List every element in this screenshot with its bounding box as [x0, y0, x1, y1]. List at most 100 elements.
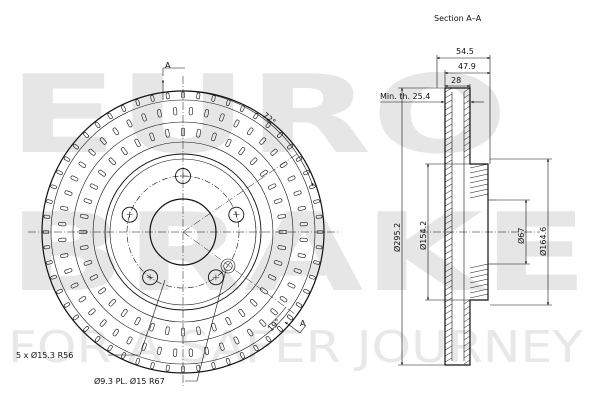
vent-slot-inner: [79, 214, 89, 219]
hatch-line-left-face: [444, 249, 453, 255]
section-marker-bottom-label: A: [300, 319, 306, 328]
watermark-tagline: FOR A SAFER JOURNEY: [8, 322, 583, 373]
vent-slot-middle: [188, 348, 194, 357]
vent-slot-middle: [259, 319, 267, 327]
hatch-line-left-face: [444, 309, 453, 315]
pin-hole-outer: [220, 258, 236, 274]
hatch-line-left-face: [444, 351, 453, 357]
vent-slot-middle: [219, 342, 225, 351]
hatch-line-left-face: [444, 231, 453, 237]
vent-slot-middle: [247, 127, 254, 136]
hatch-line-left-face: [444, 243, 453, 249]
vent-slot-outer: [265, 336, 272, 343]
vent-slot-inner: [260, 287, 268, 295]
vent-slot-outer: [165, 364, 170, 372]
section-marker-top-line: [162, 67, 185, 76]
hatch-line-left-face: [444, 207, 453, 213]
vent-slot-outer: [287, 143, 294, 150]
vent-slot-outer: [72, 314, 79, 321]
vent-slot-outer: [94, 121, 101, 128]
vent-slot-inner: [250, 157, 258, 165]
vent-slot-inner: [98, 287, 106, 295]
vent-slot-middle: [88, 308, 96, 316]
hatch-line-left-face: [444, 303, 453, 309]
vent-slot-outer: [309, 184, 316, 190]
vent-slot-middle: [58, 237, 67, 243]
section-outline: [444, 87, 489, 366]
vent-slot-outer: [56, 170, 63, 176]
vent-slot-middle: [293, 268, 302, 274]
vent-slot-inner: [225, 138, 232, 147]
vent-slot-middle: [78, 161, 87, 168]
vent-slot-inner: [250, 299, 258, 307]
vent-slot-inner: [120, 147, 128, 155]
vent-slot-outer: [150, 95, 155, 102]
vent-slot-outer: [295, 156, 303, 162]
vent-slot-outer: [83, 326, 89, 332]
vent-slot-inner: [98, 169, 106, 177]
hatch-line-left-face: [444, 123, 453, 129]
watermark: EURO BRAKE FOR A SAFER JOURNEY: [8, 53, 588, 373]
vent-slot-inner: [211, 322, 217, 332]
hatch-line-left-face: [444, 111, 453, 117]
vent-slot-outer: [43, 245, 51, 250]
vent-slot-inner: [83, 198, 93, 204]
hatch-line-right-face-bottom: [463, 359, 471, 365]
watermark-line2: BRAKE: [8, 191, 588, 316]
hatch-line-right-face-top: [463, 141, 471, 147]
hatch-line-left-face: [444, 261, 453, 267]
hatch-line-right-face-top: [463, 105, 471, 111]
vent-slot-outer: [303, 288, 310, 294]
section-title: Section A–A: [434, 14, 482, 23]
hatch-line-right-face-top: [463, 87, 471, 93]
vent-slot-outer: [83, 132, 89, 138]
vent-slot-inner: [238, 309, 246, 317]
hatch-line-left-face: [444, 195, 453, 201]
hatch-line-left-face: [444, 333, 453, 339]
vent-slot-inner: [108, 157, 116, 165]
vent-slot-middle: [219, 113, 225, 122]
dim-width-disc-label: 28: [451, 76, 461, 85]
hatch-line-right-face-bottom: [463, 299, 471, 305]
vent-slot-middle: [78, 296, 87, 303]
hatch-line-left-face: [444, 327, 453, 333]
hatch-line-right-face-top: [463, 99, 471, 105]
vent-slot-middle: [60, 253, 69, 258]
hatch-line-left-face: [444, 357, 453, 363]
dim-width-total-label: 54.5: [456, 47, 474, 56]
vent-slot-middle: [233, 119, 240, 128]
hatch-line-left-face: [444, 225, 453, 231]
vent-slot-inner: [268, 183, 277, 190]
bolt-hole: [207, 269, 224, 286]
vent-slot-middle: [293, 190, 302, 196]
disc-section-view: Section A–A 54.5 47.9 28 Min. th. 25.4 Ø…: [380, 14, 552, 366]
vent-slot-middle: [60, 205, 69, 211]
section-reference-line: [182, 231, 296, 315]
hatch-line-left-face: [444, 177, 453, 183]
hatch-line-right-face-bottom: [463, 317, 471, 323]
vent-slot-outer: [63, 156, 71, 162]
vent-slot-middle: [279, 161, 288, 168]
vent-slot-outer: [165, 92, 170, 100]
vent-slot-inner: [268, 274, 277, 281]
dim-hat-outer-diameter-label: Ø164.6: [538, 227, 548, 256]
vent-slot-inner: [134, 317, 141, 326]
vent-slot-middle: [64, 190, 73, 196]
vent-slot-middle: [247, 328, 254, 337]
vent-slot-middle: [141, 113, 147, 122]
vent-slot-middle: [172, 348, 178, 357]
vent-slot-outer: [121, 105, 127, 112]
hatch-line-right-face-top: [463, 123, 471, 129]
hatch-line-left-face: [444, 201, 453, 207]
vent-slot-inner: [273, 260, 283, 266]
vent-slot-middle: [188, 107, 194, 116]
vent-slot-outer: [43, 214, 51, 219]
vent-slot-outer: [239, 352, 245, 359]
vent-slots: [42, 91, 324, 373]
vent-slot-inner: [165, 128, 170, 138]
vent-slot-inner: [225, 317, 232, 326]
hatch-line-left-face: [444, 237, 453, 243]
hatch-line-left-face: [444, 339, 453, 345]
dim-hat-diameter-label: Ø154.2: [418, 221, 428, 250]
